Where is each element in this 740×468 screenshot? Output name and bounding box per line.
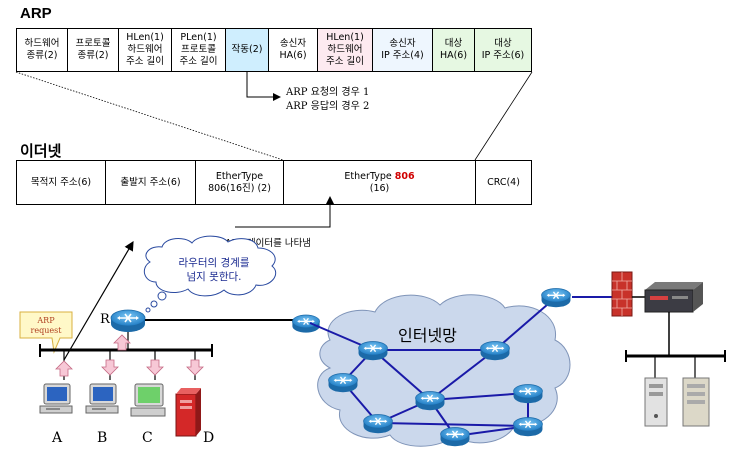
pink-arrow-d [186, 359, 204, 376]
ethertype-note: ARP 데이터를 나타냄 [225, 238, 312, 249]
arp-field-sender-ip: 송신자 IP 주소(4) [372, 28, 433, 72]
arp-field-target-ip: 대상 IP 주소(6) [474, 28, 532, 72]
pink-arrow-c [146, 359, 164, 376]
router-r-icon [110, 309, 146, 333]
arp-request-note [19, 311, 73, 354]
host-c-pc-icon [130, 383, 166, 417]
ethernet-title: 이더넷 [20, 143, 62, 160]
internet-router-7-icon [512, 383, 544, 404]
eth-payload-line-1: EtherType 806 [344, 171, 414, 183]
eth-payload-suffix: (16) [369, 182, 390, 194]
server-tower-2-icon [682, 377, 710, 427]
operation-notes: ARP 요청의 경우 1 ARP 응답의 경우 2 [286, 86, 369, 114]
server-appliance-icon [644, 282, 703, 313]
expansion-line-right [474, 71, 533, 161]
arp-field-operation: 작동(2) [225, 28, 269, 72]
host-label-b: B [97, 430, 108, 446]
router-label: R [100, 312, 110, 327]
arp-title: ARP [20, 5, 52, 22]
pink-arrow-a [55, 360, 73, 377]
internet-router-8-icon [512, 416, 544, 437]
broadcast-arrow [63, 240, 134, 361]
internet-label: 인터넷망 [398, 326, 457, 345]
eth-payload-prefix: EtherType [344, 170, 395, 182]
internet-router-6-icon [439, 426, 471, 447]
internet-router-2-icon [479, 340, 511, 361]
internet-router-4-icon [414, 390, 446, 411]
bubble-text: 라우터의 경계를 넘지 못한다. [178, 257, 250, 283]
firewall-icon [611, 271, 633, 317]
host-d-server-icon [175, 388, 201, 437]
internet-router-3-icon [327, 372, 359, 393]
host-b-pc-icon [85, 383, 119, 414]
ethertype-arrow [235, 196, 334, 228]
host-label-d: D [203, 430, 215, 446]
operation-note-reply: ARP 응답의 경우 2 [286, 101, 370, 112]
host-a-pc-icon [39, 383, 73, 414]
server-tower-1-icon [644, 377, 668, 427]
internet-router-1-icon [357, 340, 389, 361]
eth-field-crc: CRC(4) [475, 160, 532, 205]
host-label-c: C [142, 430, 153, 446]
arp-field-hlen: HLen(1) 하드웨어 주소 길이 [118, 28, 172, 72]
internet-router-5-icon [362, 413, 394, 434]
operation-note-request: ARP 요청의 경우 1 [286, 87, 370, 98]
arp-field-plen: PLen(1) 프로토콜 주소 길이 [171, 28, 226, 72]
arp-field-hardware-type: 하드웨어 종류(2) [16, 28, 68, 72]
operation-arrow [246, 72, 281, 101]
router-boundary-bubble [143, 235, 277, 313]
edge-router-right-icon [540, 287, 572, 308]
arp-field-sender-ha: 송신자 HA(6) [268, 28, 318, 72]
arp-field-target-ha: 대상 HA(6) [432, 28, 475, 72]
eth-payload-value: 806 [394, 170, 415, 182]
arp-field-protocol-type: 프로토콜 종류(2) [67, 28, 119, 72]
host-label-a: A [52, 430, 63, 446]
edge-router-left-icon [291, 314, 321, 334]
internet-cloud [317, 294, 571, 447]
arp-request-label: ARP request [30, 316, 62, 335]
pink-arrow-b [101, 359, 119, 376]
expansion-line-left [15, 71, 284, 161]
